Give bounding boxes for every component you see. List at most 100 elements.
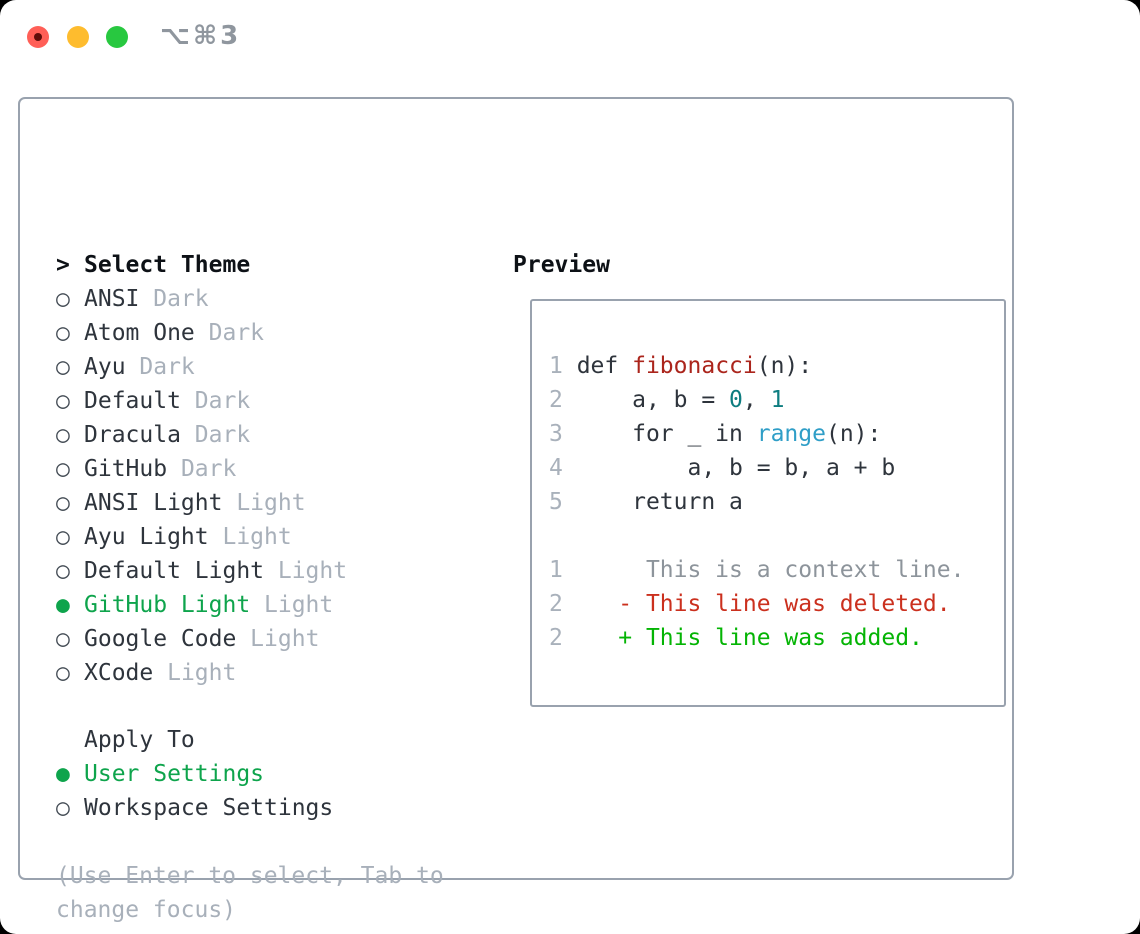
radio-icon[interactable]: ○	[56, 354, 70, 380]
window-title-shortcut: ⌥⌘3	[160, 21, 242, 51]
theme-variant-label: Light	[250, 592, 334, 618]
line-number: 1	[549, 353, 563, 379]
code-segment-numlit: 0	[729, 387, 743, 413]
hint-line: (Use Enter to select, Tab to	[56, 863, 444, 889]
keyboard-hint: (Use Enter to select, Tab to change focu…	[56, 859, 444, 927]
code-segment-code: def	[562, 353, 633, 379]
hint-line: change focus)	[56, 897, 237, 923]
select-theme-header-label: Select Theme	[84, 252, 251, 278]
radio-icon[interactable]: ○	[56, 558, 70, 584]
code-segment-code: a, b = b, a + b	[562, 455, 896, 481]
theme-name-label: GitHub Light	[84, 592, 251, 618]
apply-option-label: Workspace Settings	[84, 795, 334, 821]
code-line: 1 def fibonacci(n):	[549, 349, 964, 383]
theme-option-default-light[interactable]: ○ Default Light Light	[56, 554, 347, 588]
preview-header: Preview	[513, 252, 610, 278]
record-dot-icon	[34, 33, 42, 41]
prompt-caret-icon: >	[56, 252, 70, 278]
code-line: 4 a, b = b, a + b	[549, 451, 964, 485]
theme-variant-label: Dark	[180, 388, 251, 414]
theme-option-ansi[interactable]: ○ANSI Dark	[56, 282, 347, 316]
radio-icon[interactable]: ○	[56, 626, 70, 652]
theme-option-ansi-light[interactable]: ○ ANSI Light Light	[56, 486, 347, 520]
line-number: 1	[549, 557, 563, 583]
radio-icon[interactable]: ○	[56, 490, 70, 516]
theme-option-default[interactable]: ○ Default Dark	[56, 384, 347, 418]
code-segment-code: a, b =	[562, 387, 730, 413]
code-line: 5 return a	[549, 485, 964, 519]
radio-icon[interactable]: ○	[56, 320, 70, 346]
theme-name-label: XCode	[84, 660, 154, 686]
theme-variant-label: Light	[153, 660, 237, 686]
line-number: 2	[549, 591, 563, 617]
theme-name-label: Ayu	[84, 354, 126, 380]
code-segment-code: ,	[742, 387, 771, 413]
line-number: 2	[549, 387, 563, 413]
theme-variant-label: Light	[208, 524, 292, 550]
line-number: 4	[549, 455, 563, 481]
theme-option-ayu[interactable]: ○Ayu Dark	[56, 350, 347, 384]
code-segment-code: for _ in	[562, 421, 757, 447]
code-segment-numlit: 1	[770, 387, 785, 413]
theme-name-label: ANSI Light	[84, 490, 223, 516]
theme-option-atom-one[interactable]: ○Atom One Dark	[56, 316, 347, 350]
theme-name-label: Google Code	[84, 626, 237, 652]
apply-to-section: Apply To ● User Settings ○ Workspace Settin…	[56, 723, 333, 825]
code-line: 2 a, b = 0, 1	[549, 383, 964, 417]
code-segment-func: fibonacci	[632, 353, 757, 379]
code-segment-code: (n):	[756, 353, 813, 379]
code-segment-builtin: range	[756, 421, 826, 447]
theme-option-github[interactable]: ○ GitHub Dark	[56, 452, 347, 486]
radio-icon[interactable]: ○	[56, 388, 70, 414]
theme-option-xcode[interactable]: ○ XCode Light	[56, 656, 347, 690]
code-line: 2 - This line was deleted.	[549, 587, 964, 621]
code-line: 2 + This line was added.	[549, 621, 964, 655]
theme-variant-label: Dark	[167, 456, 237, 482]
line-number: 2	[549, 625, 563, 651]
theme-option-ayu-light[interactable]: ○ Ayu Light Light	[56, 520, 347, 554]
theme-variant-label: Dark	[180, 422, 251, 448]
theme-name-label: Ayu Light	[84, 524, 209, 550]
code-segment-ctx: This is a context line.	[562, 557, 965, 583]
theme-option-google-code[interactable]: ○Google Code Light	[56, 622, 347, 656]
apply-option-label: User Settings	[84, 761, 265, 787]
radio-icon[interactable]: ○	[56, 286, 70, 312]
line-number: 5	[549, 489, 563, 515]
theme-variant-label: Dark	[194, 320, 265, 346]
radio-icon[interactable]: ○	[56, 660, 70, 686]
radio-icon[interactable]: ○	[56, 795, 70, 821]
apply-to-header: Apply To	[56, 723, 333, 757]
radio-icon[interactable]: ○	[56, 456, 70, 482]
theme-name-label: GitHub	[84, 456, 168, 482]
code-segment-del: - This line was deleted.	[562, 591, 951, 617]
apply-option-user-settings[interactable]: ● User Settings	[56, 757, 333, 791]
zoom-button[interactable]	[106, 26, 128, 48]
theme-list: >Select Theme ○ANSI Dark○Atom One Dark○A…	[56, 248, 347, 690]
theme-option-dracula[interactable]: ○ Dracula Dark	[56, 418, 347, 452]
radio-icon[interactable]: ○	[56, 524, 70, 550]
radio-icon[interactable]: ○	[56, 422, 70, 448]
apply-option-workspace-settings[interactable]: ○ Workspace Settings	[56, 791, 333, 825]
code-segment-code: (n):	[825, 421, 882, 447]
minimize-button[interactable]	[67, 26, 89, 48]
code-line	[549, 519, 964, 553]
code-line: 3 for _ in range(n):	[549, 417, 964, 451]
code-line: 1 This is a context line.	[549, 553, 964, 587]
select-theme-header: > Select Theme	[56, 248, 347, 282]
theme-name-label: Dracula	[84, 422, 181, 448]
apply-to-header-label: Apply To	[84, 727, 195, 753]
theme-name-label: ANSI	[84, 286, 140, 312]
code-segment-add: + This line was added.	[562, 625, 923, 651]
theme-name-label: Default	[84, 388, 181, 414]
theme-variant-label: Light	[222, 490, 306, 516]
radio-selected-icon[interactable]: ●	[56, 761, 70, 787]
theme-name-label: Default Light	[84, 558, 265, 584]
code-segment-code: return a	[562, 489, 743, 515]
close-button[interactable]	[27, 26, 49, 48]
theme-variant-label: Light	[264, 558, 348, 584]
radio-selected-icon[interactable]: ●	[56, 592, 70, 618]
theme-option-github-light[interactable]: ● GitHub Light Light	[56, 588, 347, 622]
